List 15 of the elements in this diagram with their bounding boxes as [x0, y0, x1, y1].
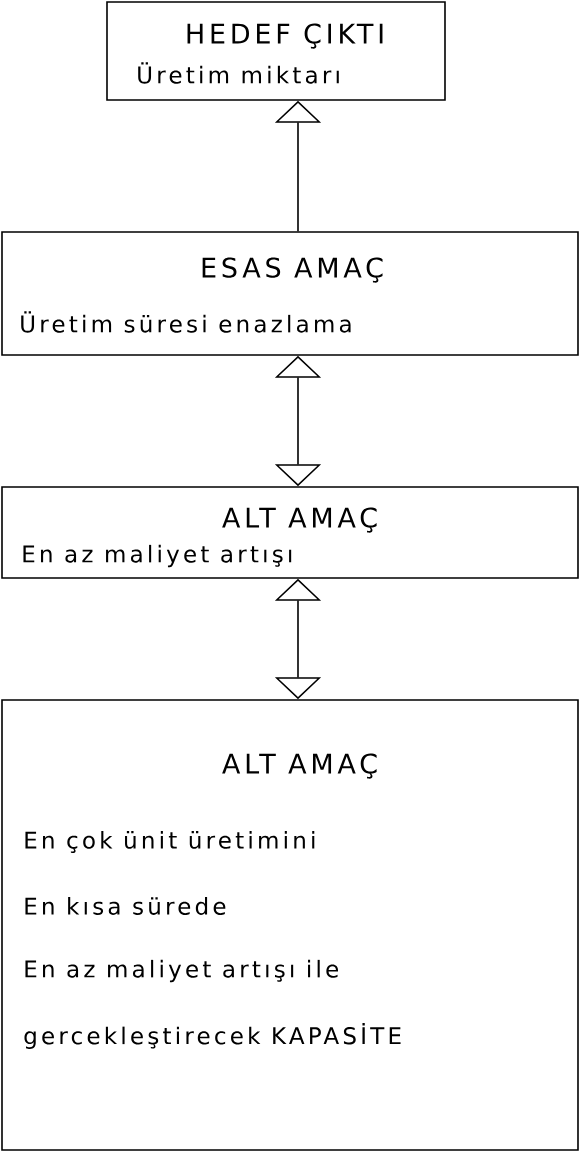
process-box — [1, 486, 579, 579]
process-box — [1, 231, 579, 356]
box-heading: ALT AMAÇ — [222, 507, 377, 533]
process-box — [1, 699, 579, 1151]
box-text: En az maliyet artışı ile — [25, 959, 338, 983]
box-text: Üretim süresi enazlama — [21, 311, 351, 333]
box-text: En çok ünit üretimini — [25, 831, 315, 853]
box-text: En kısa sürede — [25, 897, 226, 915]
box-heading: ALT AMAÇ — [222, 753, 377, 779]
box-text: En az maliyet artışı — [23, 544, 292, 568]
box-text: gercekleştirecek KAPASİTE — [24, 1023, 401, 1049]
box-heading: ESAS AMAÇ — [202, 257, 383, 283]
box-text: Üretim miktarı — [138, 62, 339, 84]
process-box — [106, 1, 446, 101]
box-heading: HEDEF ÇIKTI — [187, 23, 383, 49]
